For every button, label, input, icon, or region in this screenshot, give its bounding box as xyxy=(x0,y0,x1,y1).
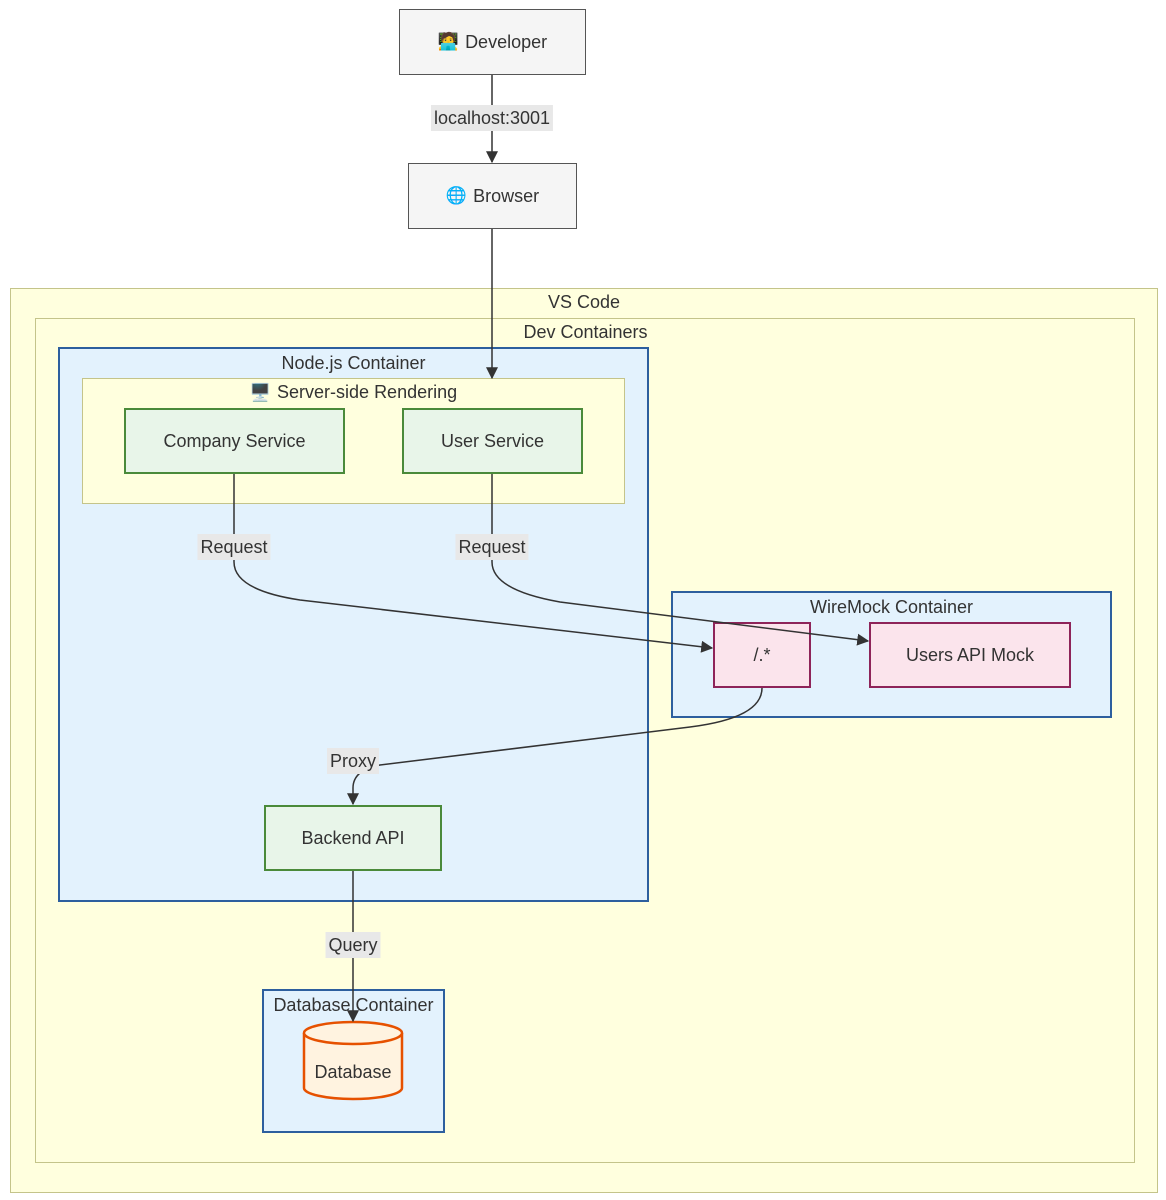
dev-containers-title: Dev Containers xyxy=(523,322,648,342)
users-api-mock-node: Users API Mock xyxy=(869,622,1071,688)
backend-api-node: Backend API xyxy=(264,805,442,871)
company-service-node: Company Service xyxy=(124,408,345,474)
developer-icon: 🧑‍💻 xyxy=(437,32,460,51)
user-service-label: User Service xyxy=(440,430,545,451)
wildcard-route-label: /.* xyxy=(753,644,771,665)
globe-icon: 🌐 xyxy=(445,186,468,205)
ssr-label: Server-side Rendering xyxy=(277,382,458,402)
developer-node: 🧑‍💻 Developer xyxy=(399,9,586,75)
edge-label-query: Query xyxy=(325,932,381,958)
monitor-icon: 🖥️ xyxy=(249,383,272,402)
backend-api-label: Backend API xyxy=(301,827,405,848)
user-service-node: User Service xyxy=(402,408,583,474)
vscode-group-title: VS Code xyxy=(547,292,621,312)
edge-user-mock xyxy=(491,474,870,646)
edge-label-user-request: Request xyxy=(455,534,529,560)
ssr-title: 🖥️ Server-side Rendering xyxy=(83,382,624,403)
edge-company-wildcard xyxy=(233,474,714,653)
wiremock-container-title: WireMock Container xyxy=(809,597,974,617)
database-label: Database xyxy=(314,1061,392,1082)
developer-label: Developer xyxy=(465,31,548,52)
edge-label-company-request: Request xyxy=(197,534,271,560)
company-service-label: Company Service xyxy=(163,430,306,451)
browser-node: 🌐 Browser xyxy=(408,163,577,229)
wildcard-route-node: /.* xyxy=(713,622,811,688)
browser-label: Browser xyxy=(473,185,540,206)
database-cylinder xyxy=(302,1020,404,1101)
edge-wildcard-backend xyxy=(347,687,763,806)
users-api-mock-label: Users API Mock xyxy=(905,644,1035,665)
nodejs-container-title: Node.js Container xyxy=(281,353,426,373)
edge-label-localhost: localhost:3001 xyxy=(430,105,554,131)
database-label-wrap: Database xyxy=(304,1055,402,1089)
edge-label-proxy: Proxy xyxy=(326,748,380,774)
